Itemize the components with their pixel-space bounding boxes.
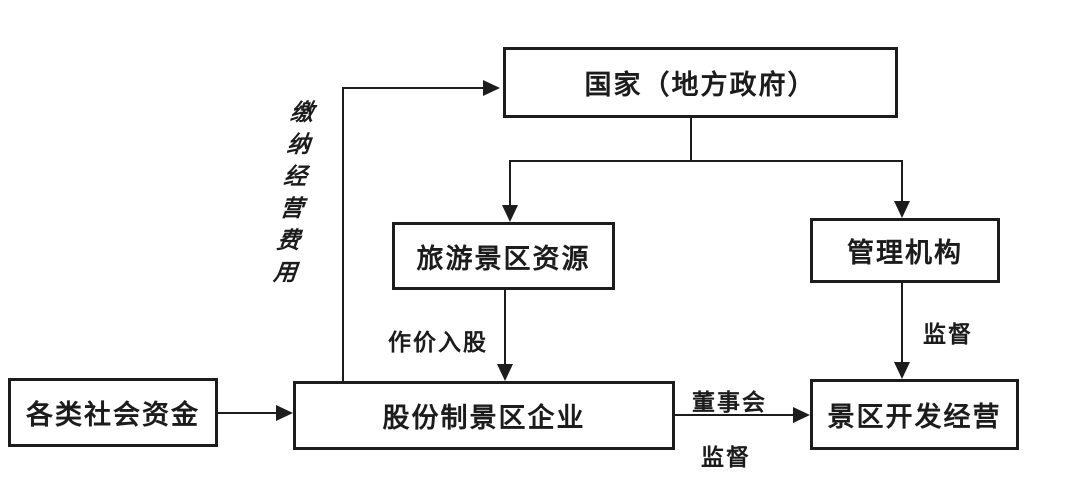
- edge-label-pay-fees: 缴纳经营费用: [267, 100, 314, 292]
- edge-state-splitter: [509, 160, 902, 162]
- node-operation: 景区开发经营: [810, 379, 1019, 450]
- edge-funds-to-enterprise: [218, 412, 279, 414]
- edge-state-stem: [690, 118, 692, 160]
- edge-label-supervise-board: 监督: [701, 445, 751, 471]
- edge-fees-horizontal: [342, 87, 484, 89]
- node-funds: 各类社会资金: [8, 378, 218, 447]
- edge-label-supervise-admin: 监督: [923, 322, 973, 348]
- node-resources-label: 旅游景区资源: [416, 243, 591, 275]
- node-operation-label: 景区开发经营: [827, 402, 1002, 433]
- node-admin: 管理机构: [810, 218, 1000, 283]
- edge-admin-to-operation: [901, 283, 903, 365]
- arrowhead-board-icon: [793, 407, 810, 423]
- edge-fees-vertical: [342, 87, 344, 381]
- node-funds-label: 各类社会资金: [26, 400, 200, 431]
- edge-label-valuation: 作价入股: [388, 330, 488, 356]
- arrowhead-funds-icon: [276, 405, 293, 421]
- edge-state-to-admin: [901, 160, 903, 204]
- node-admin-label: 管理机构: [847, 238, 963, 269]
- arrowhead-to-operation-icon: [894, 362, 910, 379]
- arrowhead-to-admin-icon: [894, 201, 910, 218]
- node-state: 国家（地方政府）: [503, 47, 898, 118]
- node-enterprise-label: 股份制景区企业: [382, 403, 586, 434]
- edge-enterprise-to-operation: [675, 414, 796, 416]
- edge-state-to-resources: [509, 160, 511, 208]
- node-resources: 旅游景区资源: [392, 222, 615, 290]
- node-state-label: 国家（地方政府）: [584, 70, 817, 101]
- arrowhead-fees-icon: [483, 80, 500, 96]
- edge-resources-to-enterprise: [504, 290, 506, 367]
- node-enterprise: 股份制景区企业: [293, 381, 675, 450]
- arrowhead-to-enterprise-icon: [497, 364, 513, 381]
- edge-label-board: 董事会: [692, 390, 767, 416]
- arrowhead-to-resources-icon: [502, 205, 518, 222]
